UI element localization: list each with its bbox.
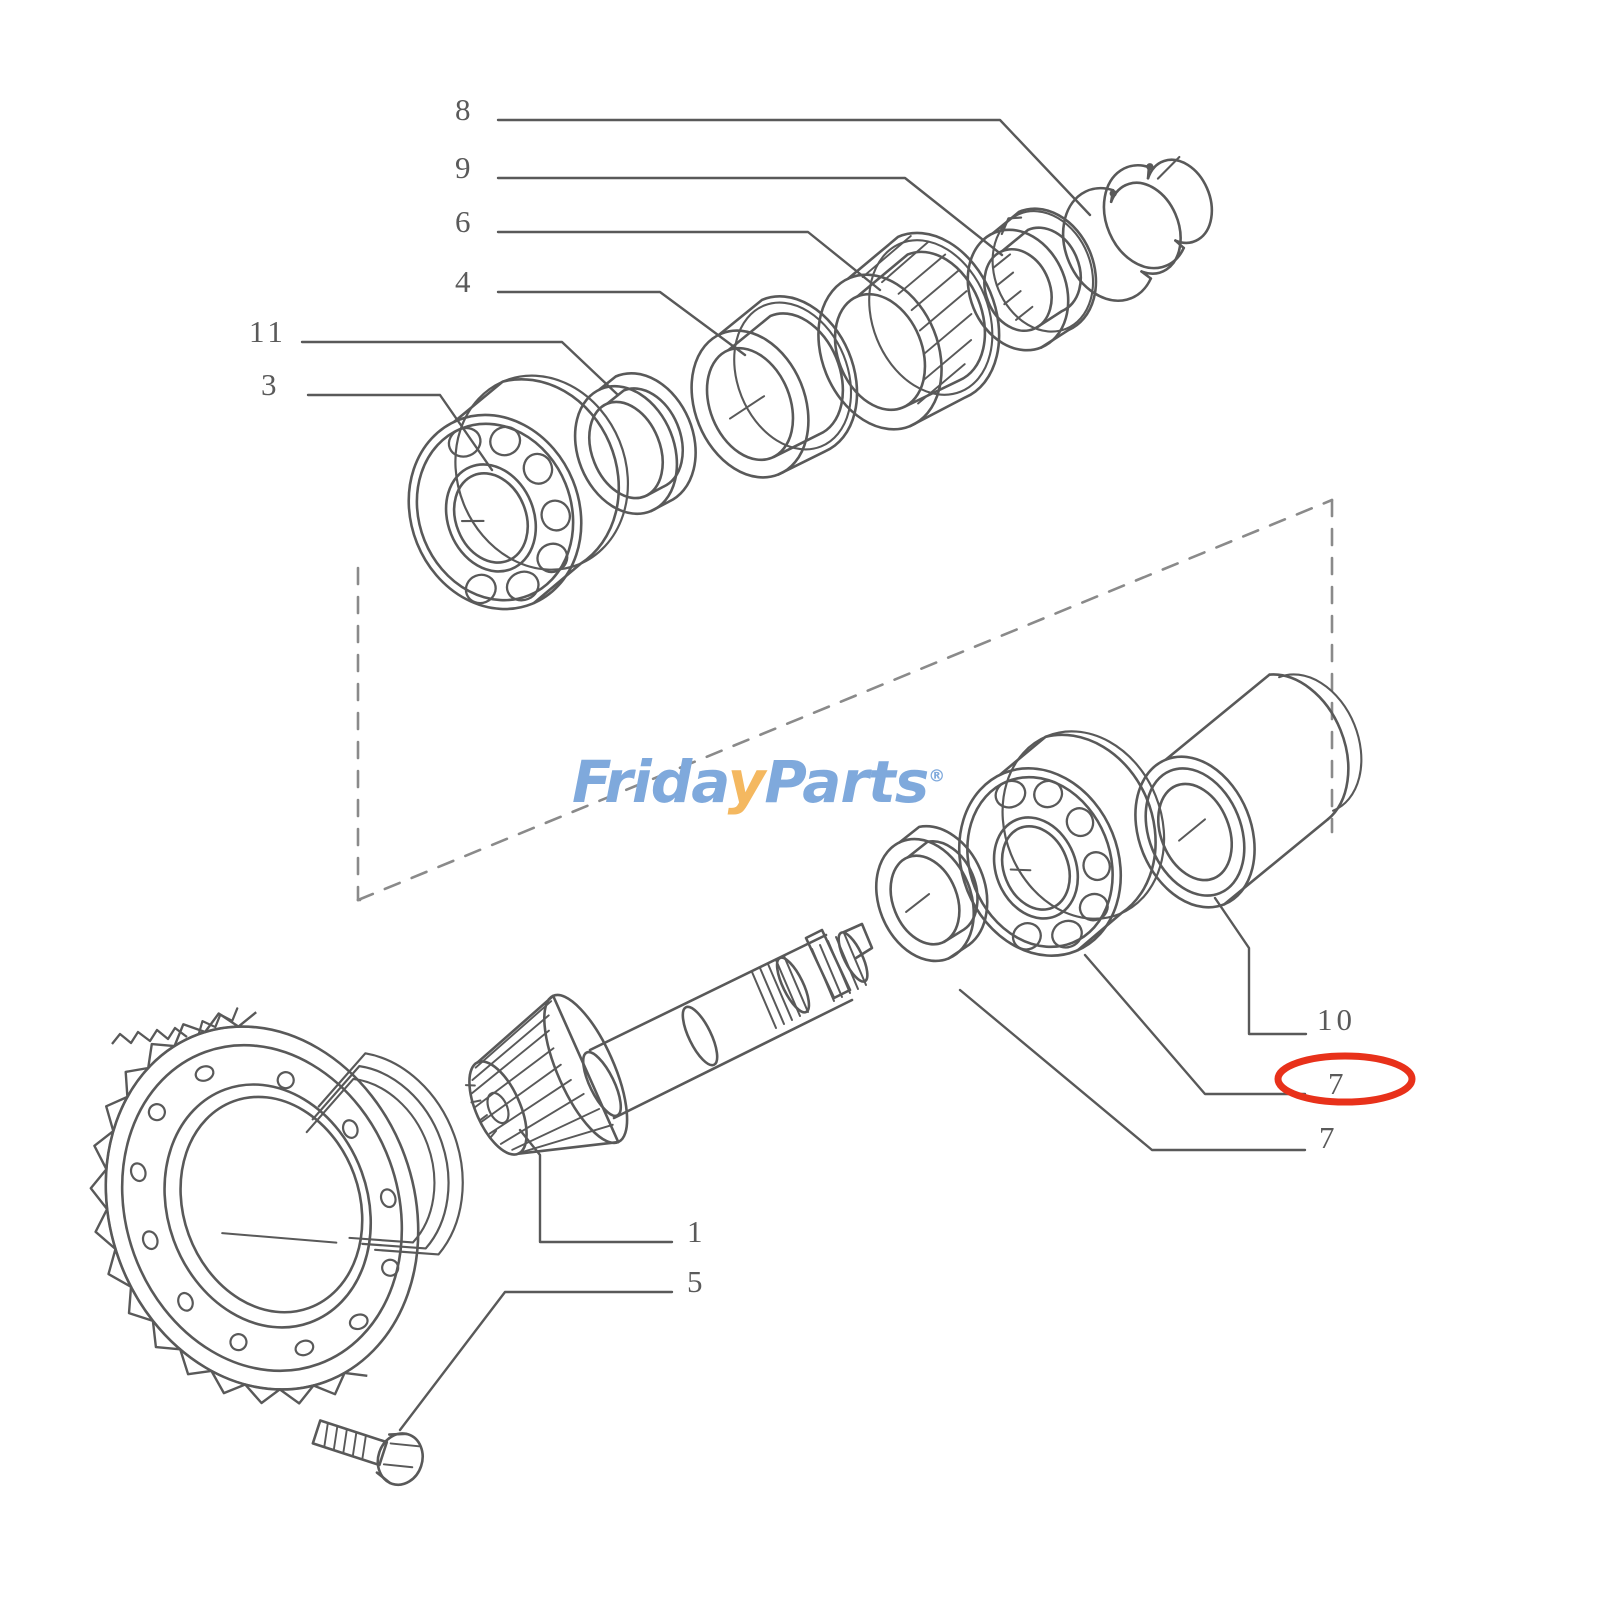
watermark-registered-mark: ® — [928, 766, 945, 787]
part-bearing-sleeve — [1134, 673, 1363, 909]
callout-9: 9 — [455, 150, 475, 185]
callout-8: 8 — [455, 92, 475, 127]
watermark-text-4: Parts — [764, 748, 929, 816]
callout-11: 11 — [249, 314, 287, 349]
watermark-text-1: Frid — [572, 748, 692, 816]
part-shim-ring — [573, 372, 697, 516]
callout-6: 6 — [455, 204, 475, 239]
part-oil-seal-ring — [874, 825, 989, 963]
part-lock-nut — [966, 207, 1098, 352]
callout-5: 5 — [687, 1264, 707, 1299]
part-lower-ball-bearing — [957, 730, 1166, 957]
part-snap-ring — [1061, 155, 1214, 302]
fridayparts-watermark: FridayParts® — [572, 748, 945, 816]
leader-lines-right — [958, 896, 1308, 1152]
part-threaded-ring — [817, 231, 1001, 431]
callout-4: 4 — [455, 264, 475, 299]
callout-10: 10 — [1317, 1002, 1356, 1037]
part-spacer-ring — [690, 295, 859, 479]
dashed-group-box — [356, 498, 1334, 902]
watermark-text-3: y — [727, 748, 766, 816]
callout-3: 3 — [261, 367, 281, 402]
part-ring-gear-bolt — [311, 1419, 424, 1487]
part-pinion-shaft — [464, 922, 874, 1156]
callout-7-highlighted: 7 — [1328, 1066, 1348, 1101]
leader-lines-top — [300, 118, 1092, 472]
callout-1: 1 — [687, 1214, 707, 1249]
watermark-text-2: a — [691, 748, 728, 816]
part-upper-ball-bearing — [407, 374, 630, 611]
callout-7: 7 — [1319, 1120, 1339, 1155]
